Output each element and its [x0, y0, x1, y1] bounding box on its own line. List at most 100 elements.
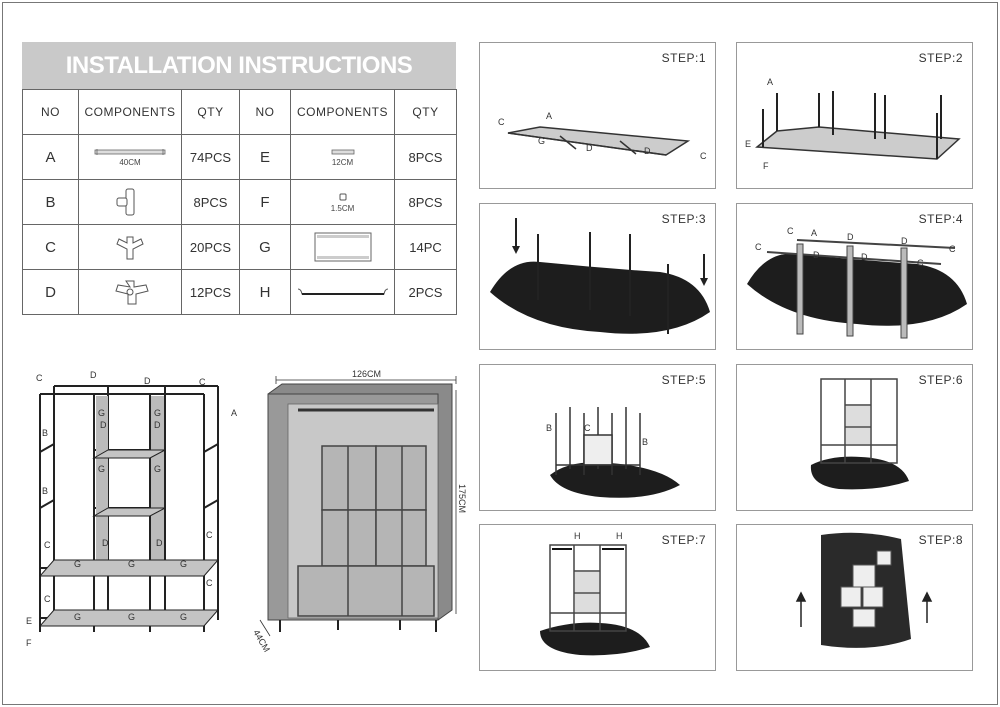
long-tube-icon [94, 148, 166, 155]
column-header: NO [239, 89, 291, 135]
shelf-label-g: G [98, 464, 105, 474]
connector-label-d: D [90, 370, 97, 380]
step-2-panel: STEP:2 A E F [736, 42, 973, 189]
up-arrow-icon [921, 591, 933, 602]
part-image [290, 224, 395, 270]
part-label-a: A [767, 77, 773, 87]
part-size: 12CM [331, 157, 354, 167]
part-id: H [239, 269, 291, 315]
three-way-connector-icon [116, 236, 144, 260]
part-label-c: C [787, 226, 794, 236]
part-qty: 12PCS [181, 269, 240, 315]
part-label-a: A [811, 228, 817, 238]
step-4-panel: STEP:4 C C A D D D D C C [736, 203, 973, 350]
step-label: STEP:5 [661, 373, 706, 387]
part-label-h: H [574, 531, 581, 541]
column-header: NO [22, 89, 79, 135]
part-qty: 8PCS [181, 179, 240, 225]
shelf-label-g: G [128, 612, 135, 622]
part-label-c: C [700, 151, 707, 161]
part-label-c: C [755, 242, 762, 252]
part-label-d: D [901, 236, 908, 246]
wardrobe-dimensions-diagram: 126CM 175CM 44CM [251, 369, 467, 654]
part-label-d: D [861, 252, 868, 262]
part-qty: 14PC [394, 224, 457, 270]
table-row: A 40CM 74PCS E 12CM [22, 134, 457, 180]
step-4-illustration: C C A D D D D C C [747, 226, 967, 339]
shelf-label-g: G [98, 408, 105, 418]
instructions-title: INSTALLATION INSTRUCTIONS [22, 42, 456, 89]
part-id: D [22, 269, 79, 315]
part-label-b: B [642, 437, 648, 447]
part-label-f: F [763, 161, 769, 171]
part-label-d: D [813, 250, 820, 260]
step-5-illustration: B C B [546, 407, 680, 498]
step-label: STEP:8 [918, 533, 963, 547]
step-label: STEP:6 [918, 373, 963, 387]
part-id: A [22, 134, 79, 180]
step-3-illustration [490, 218, 710, 334]
part-label-g: G [538, 136, 545, 146]
connector-label-d: D [144, 376, 151, 386]
part-image: 1.5CM [290, 179, 395, 225]
step-label: STEP:2 [918, 51, 963, 65]
table-header-row: NO COMPONENTS QTY NO COMPONENTS QTY [22, 89, 457, 135]
step-label: STEP:4 [918, 212, 963, 226]
part-id: E [239, 134, 291, 180]
connector-label-d: D [154, 420, 161, 430]
short-tube-icon [331, 149, 354, 154]
tube-label-a: A [231, 408, 237, 418]
column-header: QTY [394, 89, 457, 135]
connector-label-b: B [42, 486, 48, 496]
hanging-rod-icon [297, 288, 388, 295]
t-connector-icon [116, 188, 135, 216]
part-label-d: D [586, 143, 593, 153]
step-6-panel: STEP:6 [736, 364, 973, 511]
part-image [78, 179, 182, 225]
connector-label-d: D [156, 538, 163, 548]
shelf-label-g: G [154, 464, 161, 474]
step-2-illustration: A E F [745, 77, 961, 171]
part-image [78, 269, 182, 315]
connector-label-c: C [206, 578, 213, 588]
width-dimension: 126CM [352, 369, 381, 379]
part-id: B [22, 179, 79, 225]
connector-label-c: C [206, 530, 213, 540]
part-image [78, 224, 182, 270]
column-header: COMPONENTS [78, 89, 182, 135]
shelf-label-g: G [74, 559, 81, 569]
connector-label-b: B [42, 428, 48, 438]
part-qty: 20PCS [181, 224, 240, 270]
column-header: QTY [181, 89, 240, 135]
up-arrow-icon [795, 591, 807, 602]
table-row: B 8PCS F 1.5CM 8PCS [22, 179, 457, 225]
step-label: STEP:3 [661, 212, 706, 226]
part-label-d: D [644, 146, 651, 156]
step-label: STEP:1 [661, 51, 706, 65]
part-label-c: C [949, 244, 956, 254]
table-row: C 20PCS G 14PC [22, 224, 457, 270]
step-6-illustration [810, 378, 909, 490]
step-8-panel: STEP:8 [736, 524, 973, 671]
height-dimension: 175CM [457, 484, 467, 513]
shelf-label-g: G [180, 559, 187, 569]
step-1-panel: STEP:1 C A G D D C [479, 42, 716, 189]
down-arrow-icon [512, 246, 520, 254]
connector-label-d: D [100, 420, 107, 430]
step-label: STEP:7 [661, 533, 706, 547]
part-label-e: E [745, 139, 751, 149]
shelf-label-g: G [180, 612, 187, 622]
connector-label-c: C [199, 377, 206, 387]
down-arrow-icon [700, 278, 708, 286]
table-row: D 12PCS H 2PCS [22, 269, 457, 315]
components-table: INSTALLATION INSTRUCTIONS NO COMPONENTS … [22, 42, 457, 315]
part-label-a: A [546, 111, 552, 121]
connector-label-d: D [102, 538, 109, 548]
part-image: 12CM [290, 134, 395, 180]
part-label-b: B [546, 423, 552, 433]
step-8-illustration [795, 532, 933, 648]
part-label-c: C [917, 258, 924, 268]
part-label-c: C [498, 117, 505, 127]
shelf-panel-icon [314, 232, 371, 262]
